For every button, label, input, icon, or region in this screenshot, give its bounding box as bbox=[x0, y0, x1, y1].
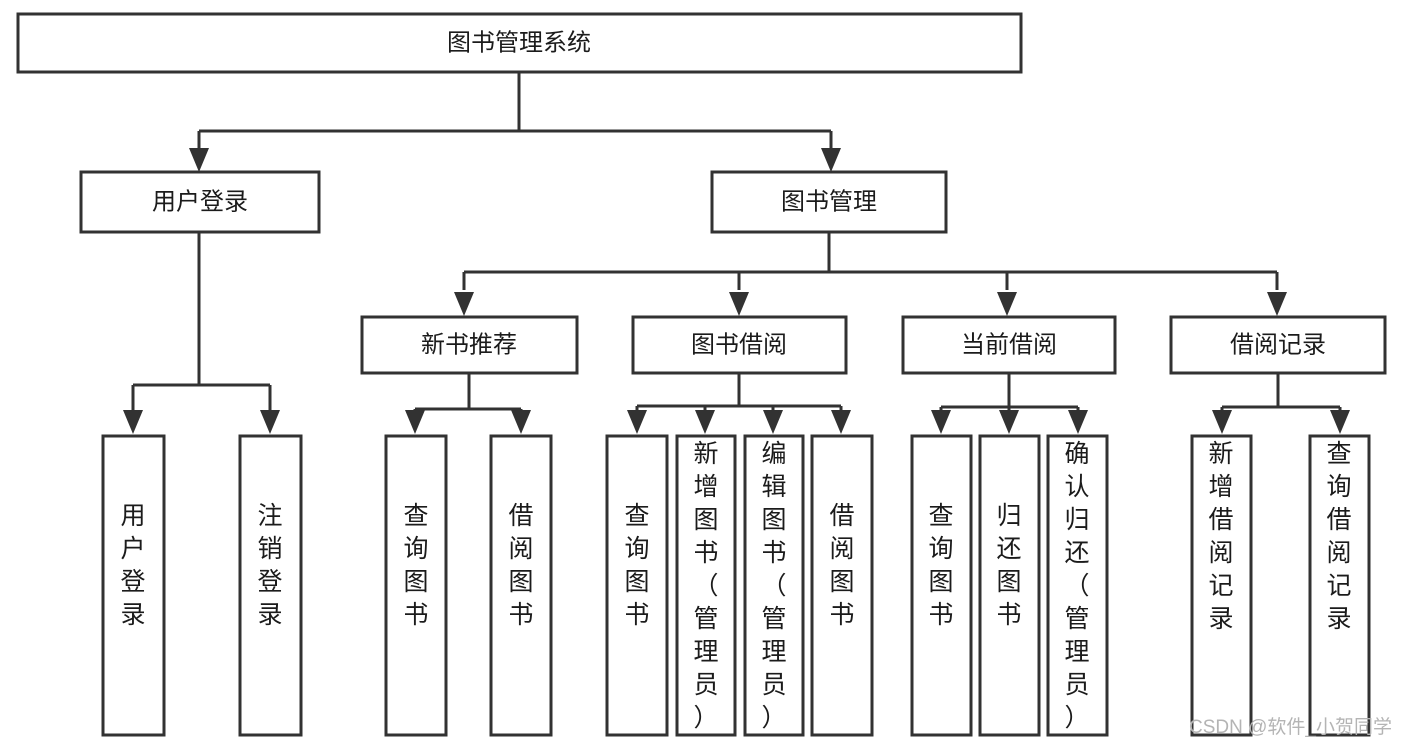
arrow-head-to-leaf-query-record bbox=[1330, 410, 1350, 434]
node-leaf-user-login[interactable]: 用户登录 bbox=[101, 434, 166, 737]
node-leaf-borrow-book-2-box[interactable] bbox=[810, 434, 874, 737]
node-leaf-logout-login-box[interactable] bbox=[238, 434, 303, 737]
node-borrow-record-label: 借阅记录 bbox=[1230, 331, 1326, 358]
node-leaf-query-book-1-box[interactable] bbox=[384, 434, 448, 737]
node-leaf-query-record-label: 查询借阅记录 bbox=[1326, 440, 1351, 633]
node-leaf-return-book[interactable]: 归还图书 bbox=[978, 434, 1041, 737]
node-leaf-confirm-return-label: 确认归还（管理员） bbox=[1064, 440, 1089, 732]
node-leaf-borrow-book-2-label: 借阅图书 bbox=[829, 502, 854, 629]
arrow-head-to-borrow-record bbox=[1267, 292, 1287, 316]
node-leaf-query-book-2[interactable]: 查询图书 bbox=[605, 434, 669, 737]
node-user-login-box[interactable] bbox=[79, 170, 321, 234]
connector-borrow-record-to-bus bbox=[1220, 373, 1342, 414]
node-current-borrow[interactable]: 当前借阅 bbox=[901, 315, 1117, 375]
node-leaf-borrow-book-2[interactable]: 借阅图书 bbox=[810, 434, 874, 737]
node-leaf-add-book-box[interactable] bbox=[675, 434, 737, 737]
arrow-head-to-leaf-query-book-3 bbox=[931, 410, 951, 434]
node-leaf-query-book-3-label: 查询图书 bbox=[928, 502, 953, 629]
node-leaf-edit-book[interactable]: 编辑图书（管理员） bbox=[743, 434, 805, 737]
node-book-manage[interactable]: 图书管理 bbox=[710, 170, 948, 234]
node-new-book-recommend-box[interactable] bbox=[360, 315, 579, 375]
node-leaf-return-book-label: 归还图书 bbox=[996, 502, 1021, 629]
node-book-manage-label: 图书管理 bbox=[781, 188, 877, 215]
node-leaf-add-record-label: 新增借阅记录 bbox=[1208, 440, 1233, 633]
connector-current-borrow-to-bus bbox=[939, 373, 1080, 414]
arrow-head-to-leaf-confirm-return bbox=[1068, 410, 1088, 434]
node-new-book-recommend-label: 新书推荐 bbox=[421, 331, 517, 358]
node-leaf-query-book-3-box[interactable] bbox=[910, 434, 973, 737]
node-leaf-confirm-return-box[interactable] bbox=[1046, 434, 1109, 737]
connector-root-to-bus bbox=[197, 72, 833, 155]
connector-layer bbox=[123, 72, 1350, 434]
node-root-label: 图书管理系统 bbox=[447, 29, 591, 56]
node-leaf-borrow-book-1-label: 借阅图书 bbox=[508, 502, 533, 629]
arrow-head-to-leaf-edit-book bbox=[763, 410, 783, 434]
connector-user-login-to-bus bbox=[131, 232, 272, 410]
node-new-book-recommend[interactable]: 新书推荐 bbox=[360, 315, 579, 375]
node-leaf-add-book-label: 新增图书（管理员） bbox=[693, 440, 718, 732]
node-leaf-user-login-box[interactable] bbox=[101, 434, 166, 737]
node-leaf-logout-login[interactable]: 注销登录 bbox=[238, 434, 303, 737]
node-leaf-query-book-2-box[interactable] bbox=[605, 434, 669, 737]
node-leaf-add-record-box[interactable] bbox=[1190, 434, 1253, 737]
node-leaf-query-record-box[interactable] bbox=[1308, 434, 1371, 737]
node-leaf-edit-book-box[interactable] bbox=[743, 434, 805, 737]
node-root[interactable]: 图书管理系统 bbox=[16, 12, 1023, 74]
arrow-head-to-book-manage bbox=[821, 148, 841, 172]
node-leaf-query-book-3[interactable]: 查询图书 bbox=[910, 434, 973, 737]
arrow-head-to-leaf-return-book bbox=[999, 410, 1019, 434]
arrow-head-to-leaf-add-record bbox=[1212, 410, 1232, 434]
node-leaf-logout-login-label: 注销登录 bbox=[257, 502, 282, 629]
node-root-box[interactable] bbox=[16, 12, 1023, 74]
node-current-borrow-label: 当前借阅 bbox=[961, 331, 1057, 358]
arrow-head-to-leaf-add-book bbox=[695, 410, 715, 434]
node-book-borrow-label: 图书借阅 bbox=[691, 331, 787, 358]
node-borrow-record[interactable]: 借阅记录 bbox=[1169, 315, 1387, 375]
node-leaf-query-book-2-label: 查询图书 bbox=[624, 502, 649, 629]
node-leaf-borrow-book-1[interactable]: 借阅图书 bbox=[489, 434, 553, 737]
node-current-borrow-box[interactable] bbox=[901, 315, 1117, 375]
node-leaf-add-record[interactable]: 新增借阅记录 bbox=[1190, 434, 1253, 737]
node-leaf-query-record[interactable]: 查询借阅记录 bbox=[1308, 434, 1371, 737]
connector-book-manage-to-bus bbox=[462, 232, 1279, 290]
arrow-head-to-book-borrow bbox=[729, 292, 749, 316]
arrow-head-to-new-book-recommend bbox=[454, 292, 474, 316]
connector-new-book-recommend-to-bus bbox=[413, 373, 523, 414]
node-book-borrow-box[interactable] bbox=[631, 315, 848, 375]
node-leaf-add-book[interactable]: 新增图书（管理员） bbox=[675, 434, 737, 737]
node-borrow-record-box[interactable] bbox=[1169, 315, 1387, 375]
arrow-head-to-leaf-query-book-1 bbox=[405, 410, 425, 434]
node-book-borrow[interactable]: 图书借阅 bbox=[631, 315, 848, 375]
node-user-login[interactable]: 用户登录 bbox=[79, 170, 321, 234]
node-leaf-user-login-label: 用户登录 bbox=[120, 502, 145, 629]
node-leaf-return-book-box[interactable] bbox=[978, 434, 1041, 737]
node-user-login-label: 用户登录 bbox=[152, 188, 248, 215]
arrow-head-to-leaf-logout-login bbox=[260, 410, 280, 434]
arrow-head-to-leaf-query-book-2 bbox=[627, 410, 647, 434]
node-book-manage-box[interactable] bbox=[710, 170, 948, 234]
node-leaf-query-book-1[interactable]: 查询图书 bbox=[384, 434, 448, 737]
arrow-head-to-user-login bbox=[189, 148, 209, 172]
node-leaf-confirm-return[interactable]: 确认归还（管理员） bbox=[1046, 434, 1109, 737]
csdn-watermark: CSDN @软件_小贺同学 bbox=[1189, 716, 1392, 738]
connector-book-borrow-to-bus bbox=[635, 373, 843, 414]
arrow-head-to-leaf-borrow-book-2 bbox=[831, 410, 851, 434]
arrow-head-to-leaf-borrow-book-1 bbox=[511, 410, 531, 434]
node-leaf-borrow-book-1-box[interactable] bbox=[489, 434, 553, 737]
node-leaf-edit-book-label: 编辑图书（管理员） bbox=[761, 440, 786, 732]
arrow-head-to-current-borrow bbox=[997, 292, 1017, 316]
arrow-head-to-leaf-user-login bbox=[123, 410, 143, 434]
node-leaf-query-book-1-label: 查询图书 bbox=[403, 502, 428, 629]
